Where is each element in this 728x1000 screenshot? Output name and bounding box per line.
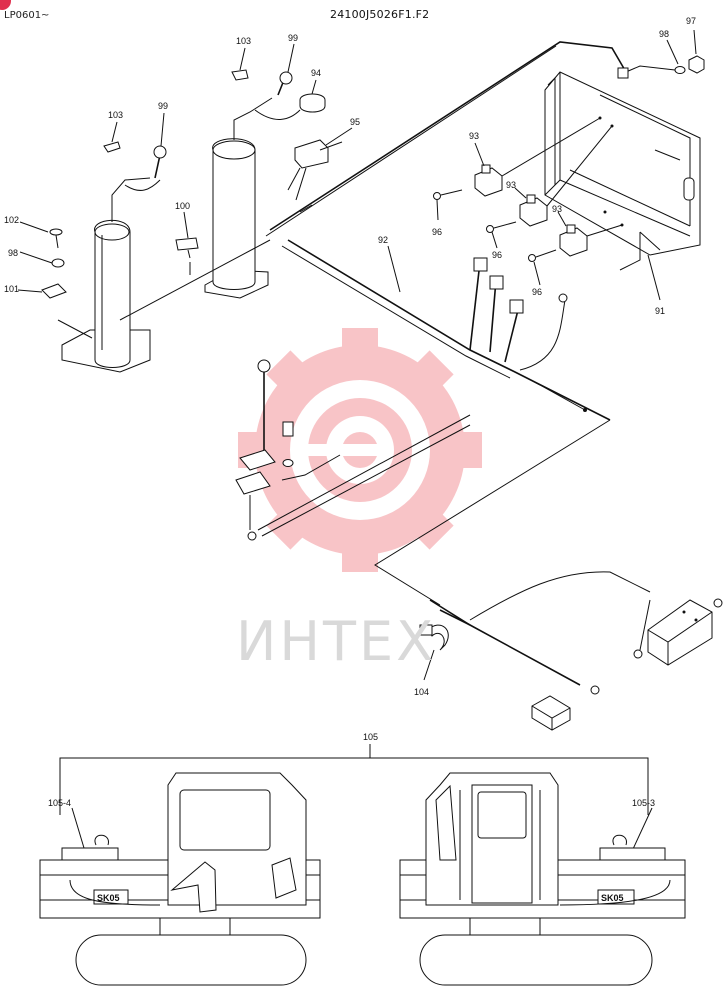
callout-103-left: 103 xyxy=(108,110,123,120)
callout-93-b: 93 xyxy=(506,180,516,190)
decal-left: SK05 xyxy=(97,893,120,903)
callout-labels: 91 92 93 93 93 94 95 96 96 96 97 98 98 9… xyxy=(4,16,696,808)
key-100 xyxy=(175,237,199,259)
callout-99-right: 99 xyxy=(288,33,298,43)
callout-92: 92 xyxy=(378,235,388,245)
connector-group xyxy=(473,257,568,314)
callout-105-3: 105-3 xyxy=(632,798,655,808)
callout-96-a: 96 xyxy=(432,227,442,237)
console-box-91 xyxy=(544,71,701,271)
cylinder-left xyxy=(61,145,167,373)
callout-104: 104 xyxy=(414,687,429,697)
callout-102: 102 xyxy=(4,215,19,225)
washer-98-left xyxy=(51,258,65,268)
callout-93-c: 93 xyxy=(552,204,562,214)
callout-96-c: 96 xyxy=(532,287,542,297)
bracket-94 xyxy=(299,93,326,113)
drawing-id: 24100J5026F1.F2 xyxy=(330,8,430,21)
cable-link xyxy=(57,239,271,339)
watermark-text: ИНТЕХ xyxy=(236,610,437,673)
switch-93-c xyxy=(559,224,623,257)
callout-95: 95 xyxy=(350,117,360,127)
relay-104 xyxy=(419,624,449,651)
callout-105: 105 xyxy=(363,732,378,742)
callout-103-right: 103 xyxy=(236,36,251,46)
switch-93-b xyxy=(519,125,613,227)
leader-lines xyxy=(17,29,697,681)
watermark-gear-icon xyxy=(238,328,482,572)
callout-100: 100 xyxy=(175,201,190,211)
lever-assembly xyxy=(235,359,471,541)
callout-98-top: 98 xyxy=(659,29,669,39)
bolt-96-a xyxy=(433,189,463,200)
clip-103-a xyxy=(103,141,121,153)
bolt-96-b xyxy=(486,221,517,233)
callout-93-a: 93 xyxy=(469,131,479,141)
connector-block xyxy=(531,695,571,731)
callout-99-left: 99 xyxy=(158,101,168,111)
excavator-left xyxy=(39,772,321,986)
switch-93-a xyxy=(474,117,601,197)
cylinder-right xyxy=(204,71,301,299)
nut-97 xyxy=(688,55,705,74)
callout-94: 94 xyxy=(311,68,321,78)
harness-lower xyxy=(374,419,723,695)
bolt-102 xyxy=(49,228,63,249)
excavator-right xyxy=(399,772,686,986)
harness-92 xyxy=(265,41,627,421)
bolt-96-c xyxy=(528,249,557,262)
callout-105-4: 105-4 xyxy=(48,798,71,808)
callout-98-left: 98 xyxy=(8,248,18,258)
corner-badge xyxy=(0,0,11,10)
callout-96-b: 96 xyxy=(492,250,502,260)
washer-98-top xyxy=(674,66,686,74)
callout-91: 91 xyxy=(655,306,665,316)
serial-range: LP0601~ xyxy=(4,10,50,21)
clamp-101 xyxy=(41,283,67,299)
valve-block xyxy=(647,599,713,666)
callout-101: 101 xyxy=(4,284,19,294)
pressure-switch-95 xyxy=(287,139,343,201)
callout-97: 97 xyxy=(686,16,696,26)
decal-right: SK05 xyxy=(601,893,624,903)
clip-103-b xyxy=(231,69,249,81)
